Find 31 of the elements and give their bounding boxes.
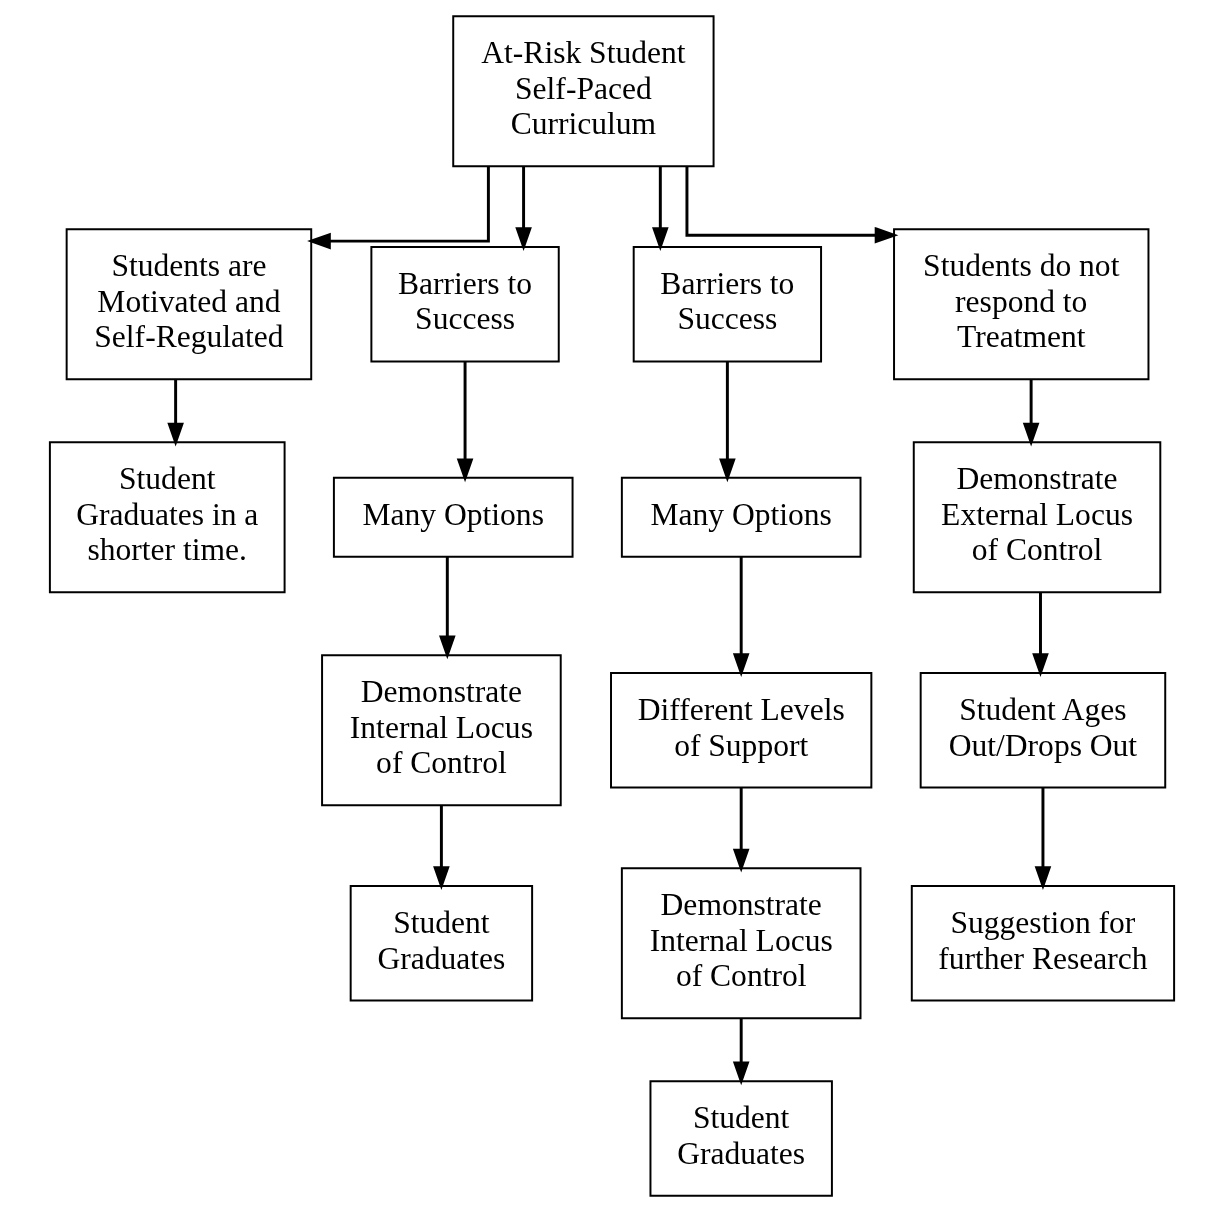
arrow xyxy=(732,556,750,677)
arrow xyxy=(652,166,669,252)
arrow xyxy=(307,167,490,250)
node-box: Suggestion for further Research xyxy=(910,885,1176,1002)
node-box: Demonstrate Internal Locus of Control xyxy=(620,867,862,1020)
node-box: Barriers to Success xyxy=(370,246,560,363)
node-box: Demonstrate Internal Locus of Control xyxy=(321,654,562,807)
arrow xyxy=(1022,379,1040,447)
arrow xyxy=(439,556,456,660)
node-box: Student Graduates xyxy=(649,1080,833,1197)
node-box: Many Options xyxy=(620,476,862,558)
arrow xyxy=(1034,787,1052,891)
node-box: Demonstrate External Locus of Control xyxy=(912,441,1162,594)
arrow xyxy=(167,379,184,447)
node-box: Student Graduates xyxy=(349,885,534,1002)
node-box: At-Risk Student Self-Paced Curriculum xyxy=(452,15,715,168)
arrow xyxy=(456,361,474,483)
arrow xyxy=(685,166,899,244)
arrow xyxy=(515,166,532,252)
arrow xyxy=(719,361,736,483)
node-box: Different Levels of Support xyxy=(610,672,873,789)
node-box: Student Ages Out/Drops Out xyxy=(919,672,1167,789)
arrow xyxy=(732,1018,750,1086)
node-box: Student Graduates in a shorter time. xyxy=(48,441,286,594)
arrow xyxy=(433,805,450,891)
node-box: Students are Motivated and Self-Regulated xyxy=(65,228,313,381)
arrow xyxy=(1032,592,1049,678)
arrow xyxy=(732,787,750,873)
node-box: Many Options xyxy=(332,476,574,558)
node-box: Barriers to Success xyxy=(632,246,823,363)
node-box: Students do not respond to Treatment xyxy=(893,228,1150,381)
